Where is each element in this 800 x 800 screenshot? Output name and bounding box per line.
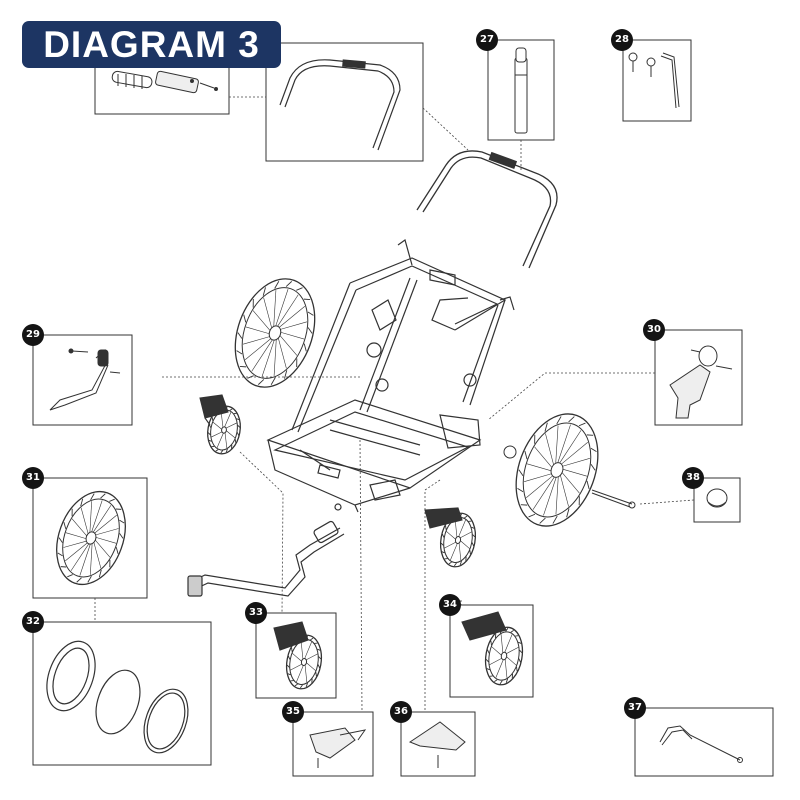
quick-release-axle-icon <box>659 725 743 763</box>
part-box-36 <box>400 711 476 777</box>
part-box-handlebar <box>265 42 424 162</box>
callout-38: 38 <box>682 467 704 489</box>
tow-bar-icon <box>187 503 345 597</box>
callout-34: 34 <box>439 594 461 616</box>
callout-33: 33 <box>245 602 267 624</box>
part-box-38 <box>693 477 741 523</box>
wheel-mount-36-icon <box>408 721 466 768</box>
stroller-frame-icon <box>266 239 515 513</box>
part-box-30 <box>654 329 743 426</box>
axle-bolt-icon <box>503 445 636 509</box>
callout-27: 27 <box>476 29 498 51</box>
leader-38 <box>639 499 695 505</box>
swivel-wheel-icon <box>199 394 463 529</box>
swivel-wheel-34-icon <box>461 611 507 641</box>
right-rear-wheel <box>515 413 599 527</box>
part-box-28 <box>622 39 692 122</box>
brake-lever-icon <box>49 348 121 411</box>
leader-35 <box>359 439 363 713</box>
callout-32: 32 <box>22 611 44 633</box>
wheel-mount-35-icon <box>309 727 367 768</box>
callout-31: 31 <box>22 467 44 489</box>
part-box-33 <box>255 612 337 699</box>
callout-35: 35 <box>282 701 304 723</box>
part-box-31 <box>32 477 148 599</box>
part-34-wheel <box>484 626 524 686</box>
part-box-29 <box>32 334 133 426</box>
main-handlebar-icon <box>416 150 558 269</box>
bracket-icon <box>669 345 733 419</box>
handlebar-icon <box>279 59 401 151</box>
callout-37: 37 <box>624 697 646 719</box>
diagram-title: DIAGRAM 3 <box>22 21 281 68</box>
callout-29: 29 <box>22 324 44 346</box>
axle-cap-icon <box>706 488 728 508</box>
part-31-wheel <box>56 490 126 586</box>
strap-icon <box>514 47 528 134</box>
left-rear-wheel <box>234 278 316 388</box>
callout-36: 36 <box>390 701 412 723</box>
part-box-32 <box>32 621 212 766</box>
part-box-37 <box>634 707 774 777</box>
callout-30: 30 <box>643 319 665 341</box>
leader-30 <box>487 372 655 421</box>
swivel-front-right-wheel <box>439 512 477 568</box>
tire-tube-rim-icon <box>46 640 189 754</box>
swivel-wheel-33-icon <box>273 621 309 651</box>
part-box-34 <box>449 604 534 698</box>
callout-28: 28 <box>611 29 633 51</box>
handlebar-grips-icon <box>111 70 218 94</box>
part-box-35 <box>292 711 374 777</box>
screws-hex-key-icon <box>628 52 680 109</box>
leader-handlebar <box>422 107 469 151</box>
wheels-group <box>56 278 599 690</box>
